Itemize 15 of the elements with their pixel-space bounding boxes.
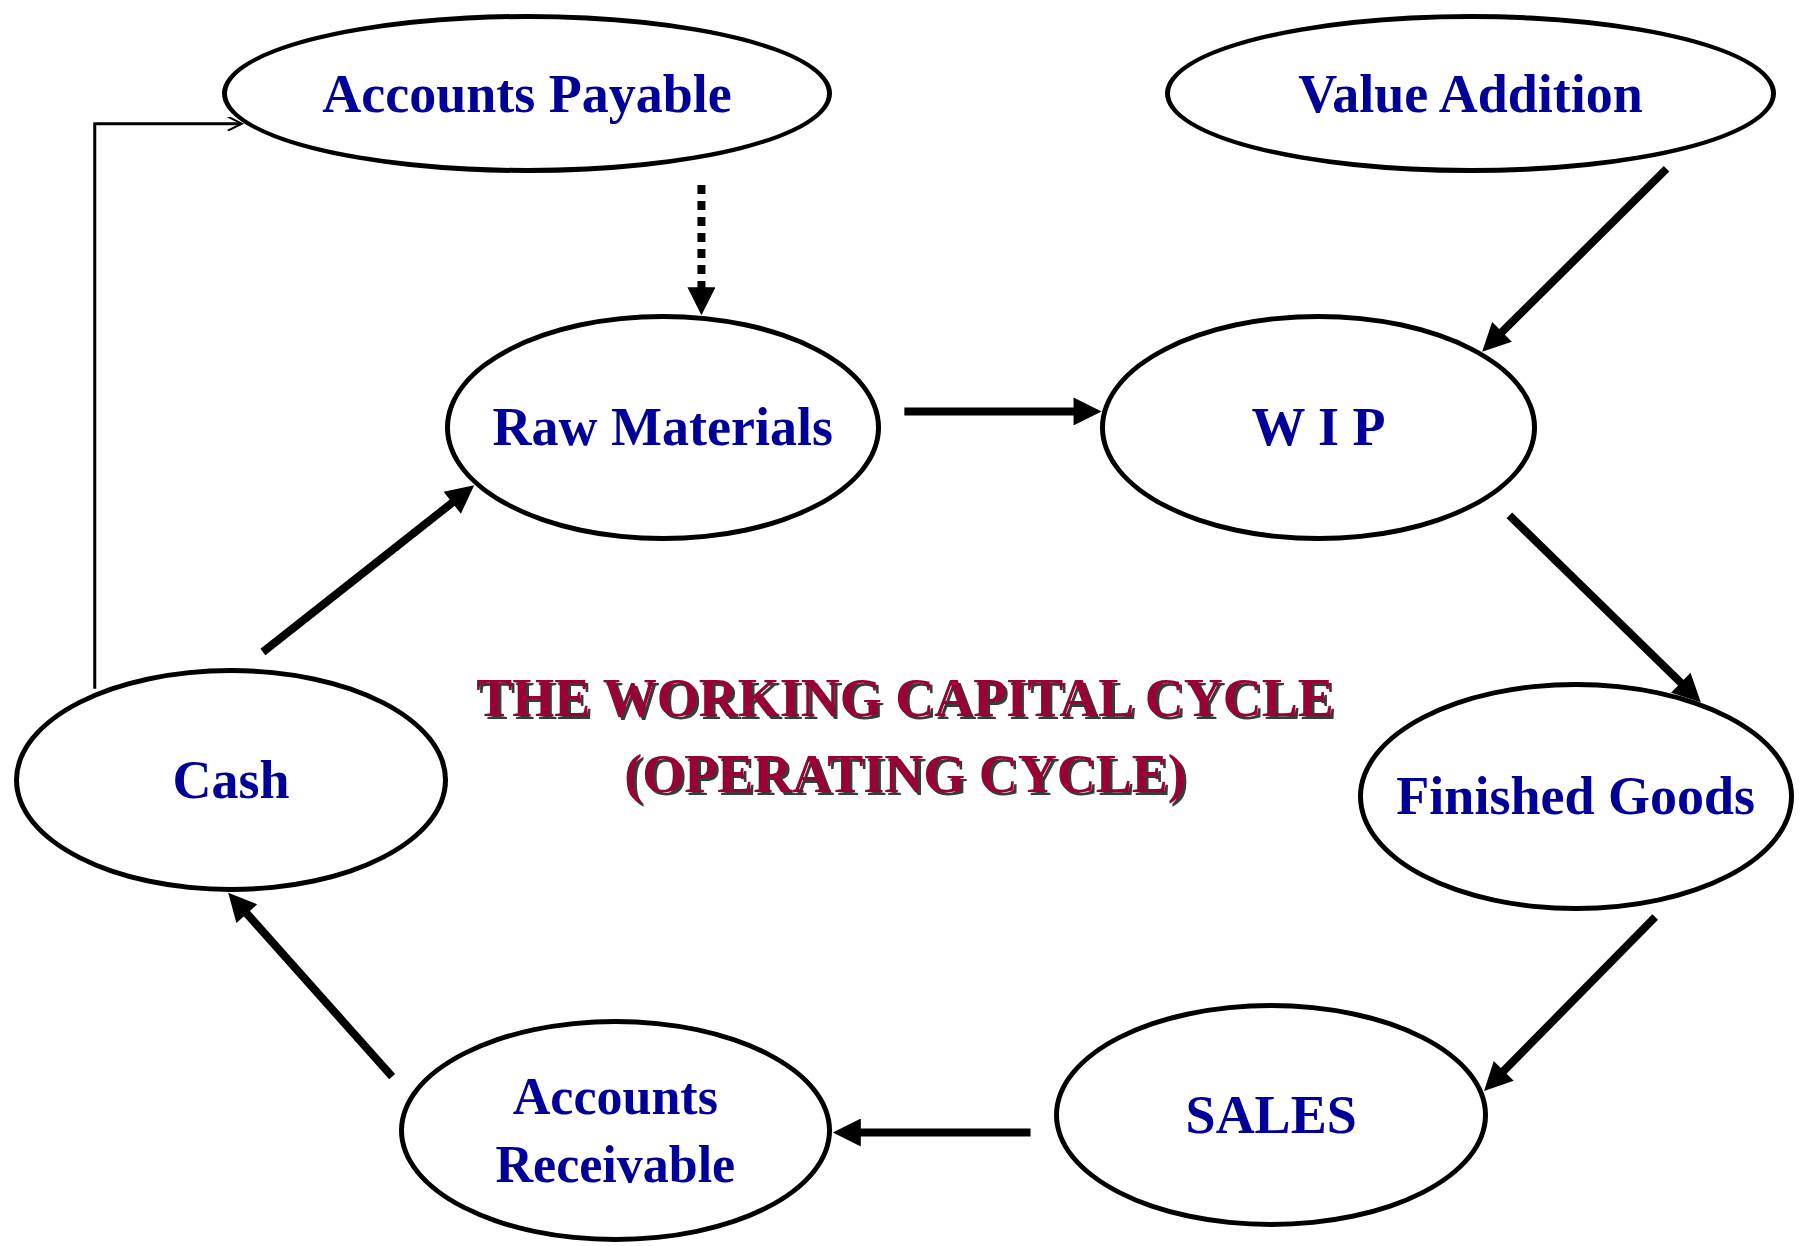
node-label: Raw Materials bbox=[492, 396, 833, 460]
arrow bbox=[1484, 914, 1658, 1091]
node-label: SALES bbox=[1185, 1084, 1357, 1148]
node-label: Finished Goods bbox=[1396, 765, 1755, 829]
arrow bbox=[93, 115, 243, 689]
node-label: Accounts Payable bbox=[322, 62, 732, 126]
diagram-title: THE WORKING CAPITAL CYCLE (OPERATING CYCLE) bbox=[475, 667, 1335, 806]
arrow bbox=[1482, 165, 1670, 352]
node-label: W I P bbox=[1251, 396, 1386, 460]
node-label: Value Addition bbox=[1298, 62, 1643, 126]
node-label: Accounts Receivable bbox=[494, 1067, 737, 1195]
arrow bbox=[260, 485, 475, 656]
node-label: Cash bbox=[172, 748, 290, 812]
arrow bbox=[1506, 512, 1701, 703]
arrow bbox=[228, 892, 396, 1080]
